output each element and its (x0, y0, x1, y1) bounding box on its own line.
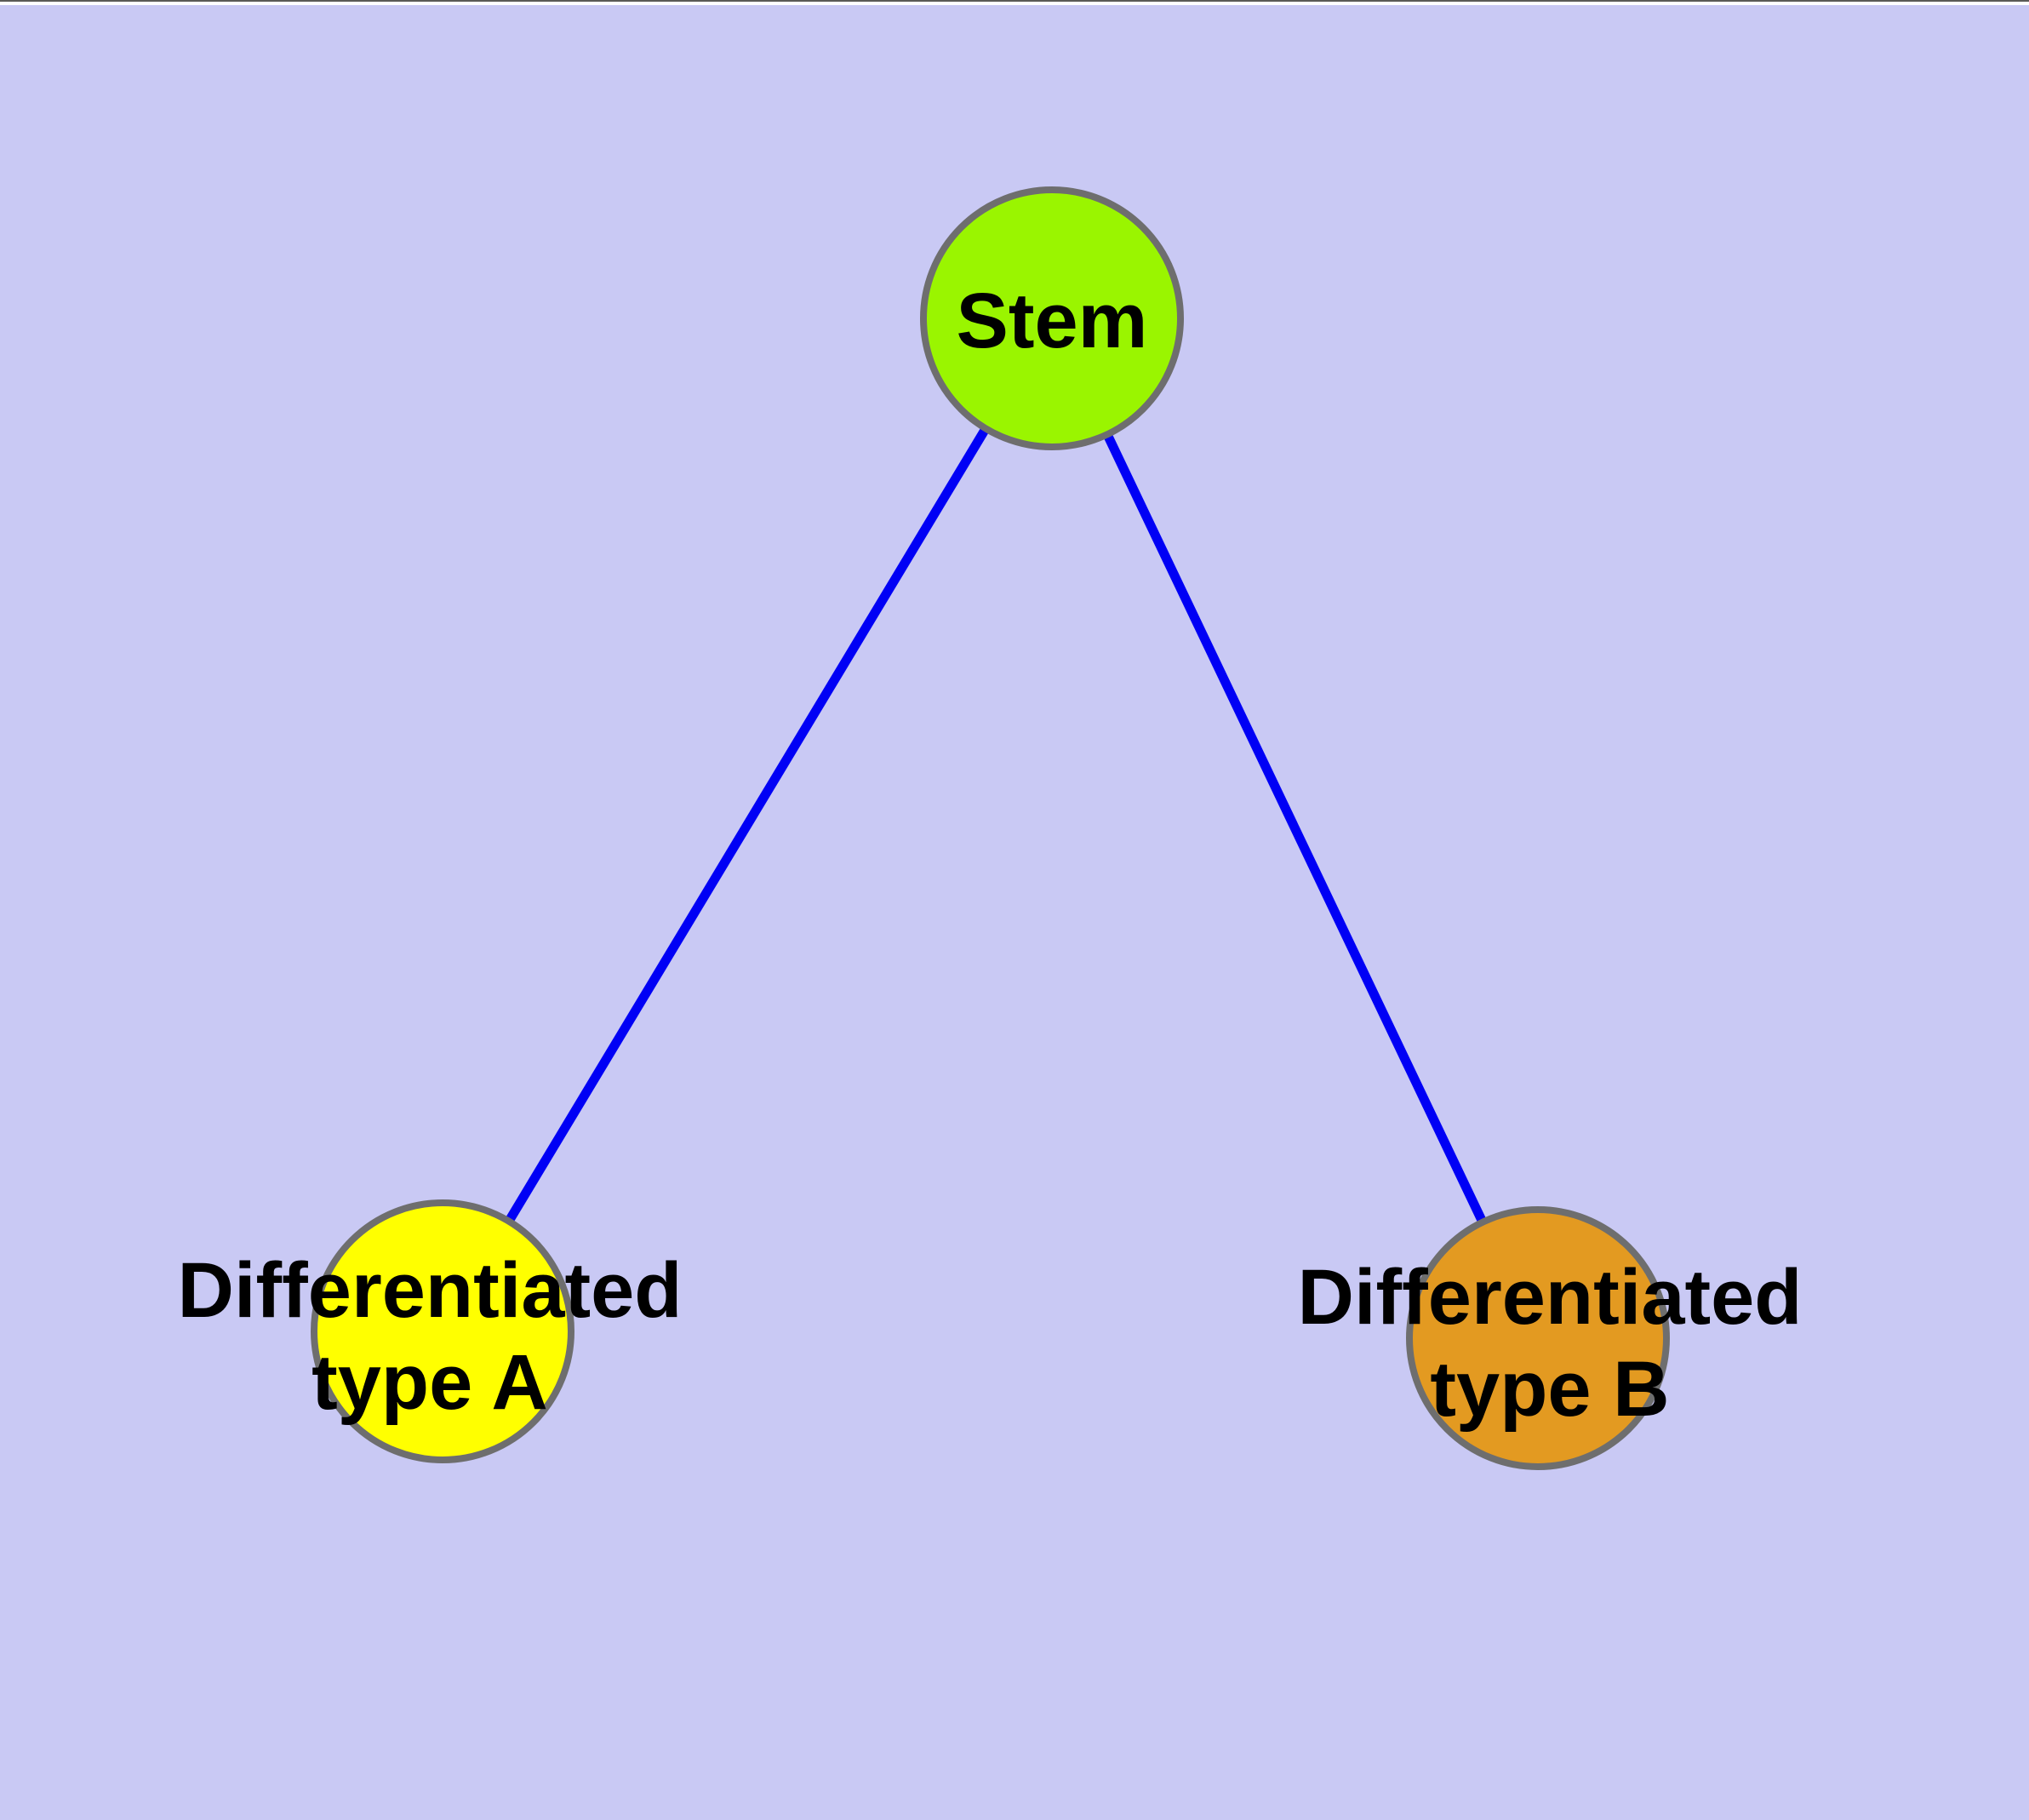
node-differentiated-type-a: Differentiated type A (178, 1199, 683, 1463)
node-stem-circle (920, 186, 1184, 450)
edge-stem-to-type-a (438, 316, 1056, 1334)
node-differentiated-type-a-circle (311, 1199, 574, 1463)
node-stem-label: Stem (957, 278, 1148, 364)
node-differentiated-type-a-label-line2: type A (311, 1339, 548, 1426)
node-differentiated-type-a-label-line1: Differentiated (178, 1247, 683, 1334)
node-differentiated-type-b: Differentiated type B (1298, 1206, 1803, 1470)
node-differentiated-type-b-label-line2: type B (1430, 1346, 1669, 1433)
edge-stem-to-type-b (1048, 316, 1542, 1341)
window-top-edge (0, 0, 2029, 5)
node-stem: Stem (920, 186, 1184, 450)
node-differentiated-type-b-circle (1406, 1206, 1670, 1470)
node-differentiated-type-b-label-line1: Differentiated (1298, 1254, 1803, 1341)
